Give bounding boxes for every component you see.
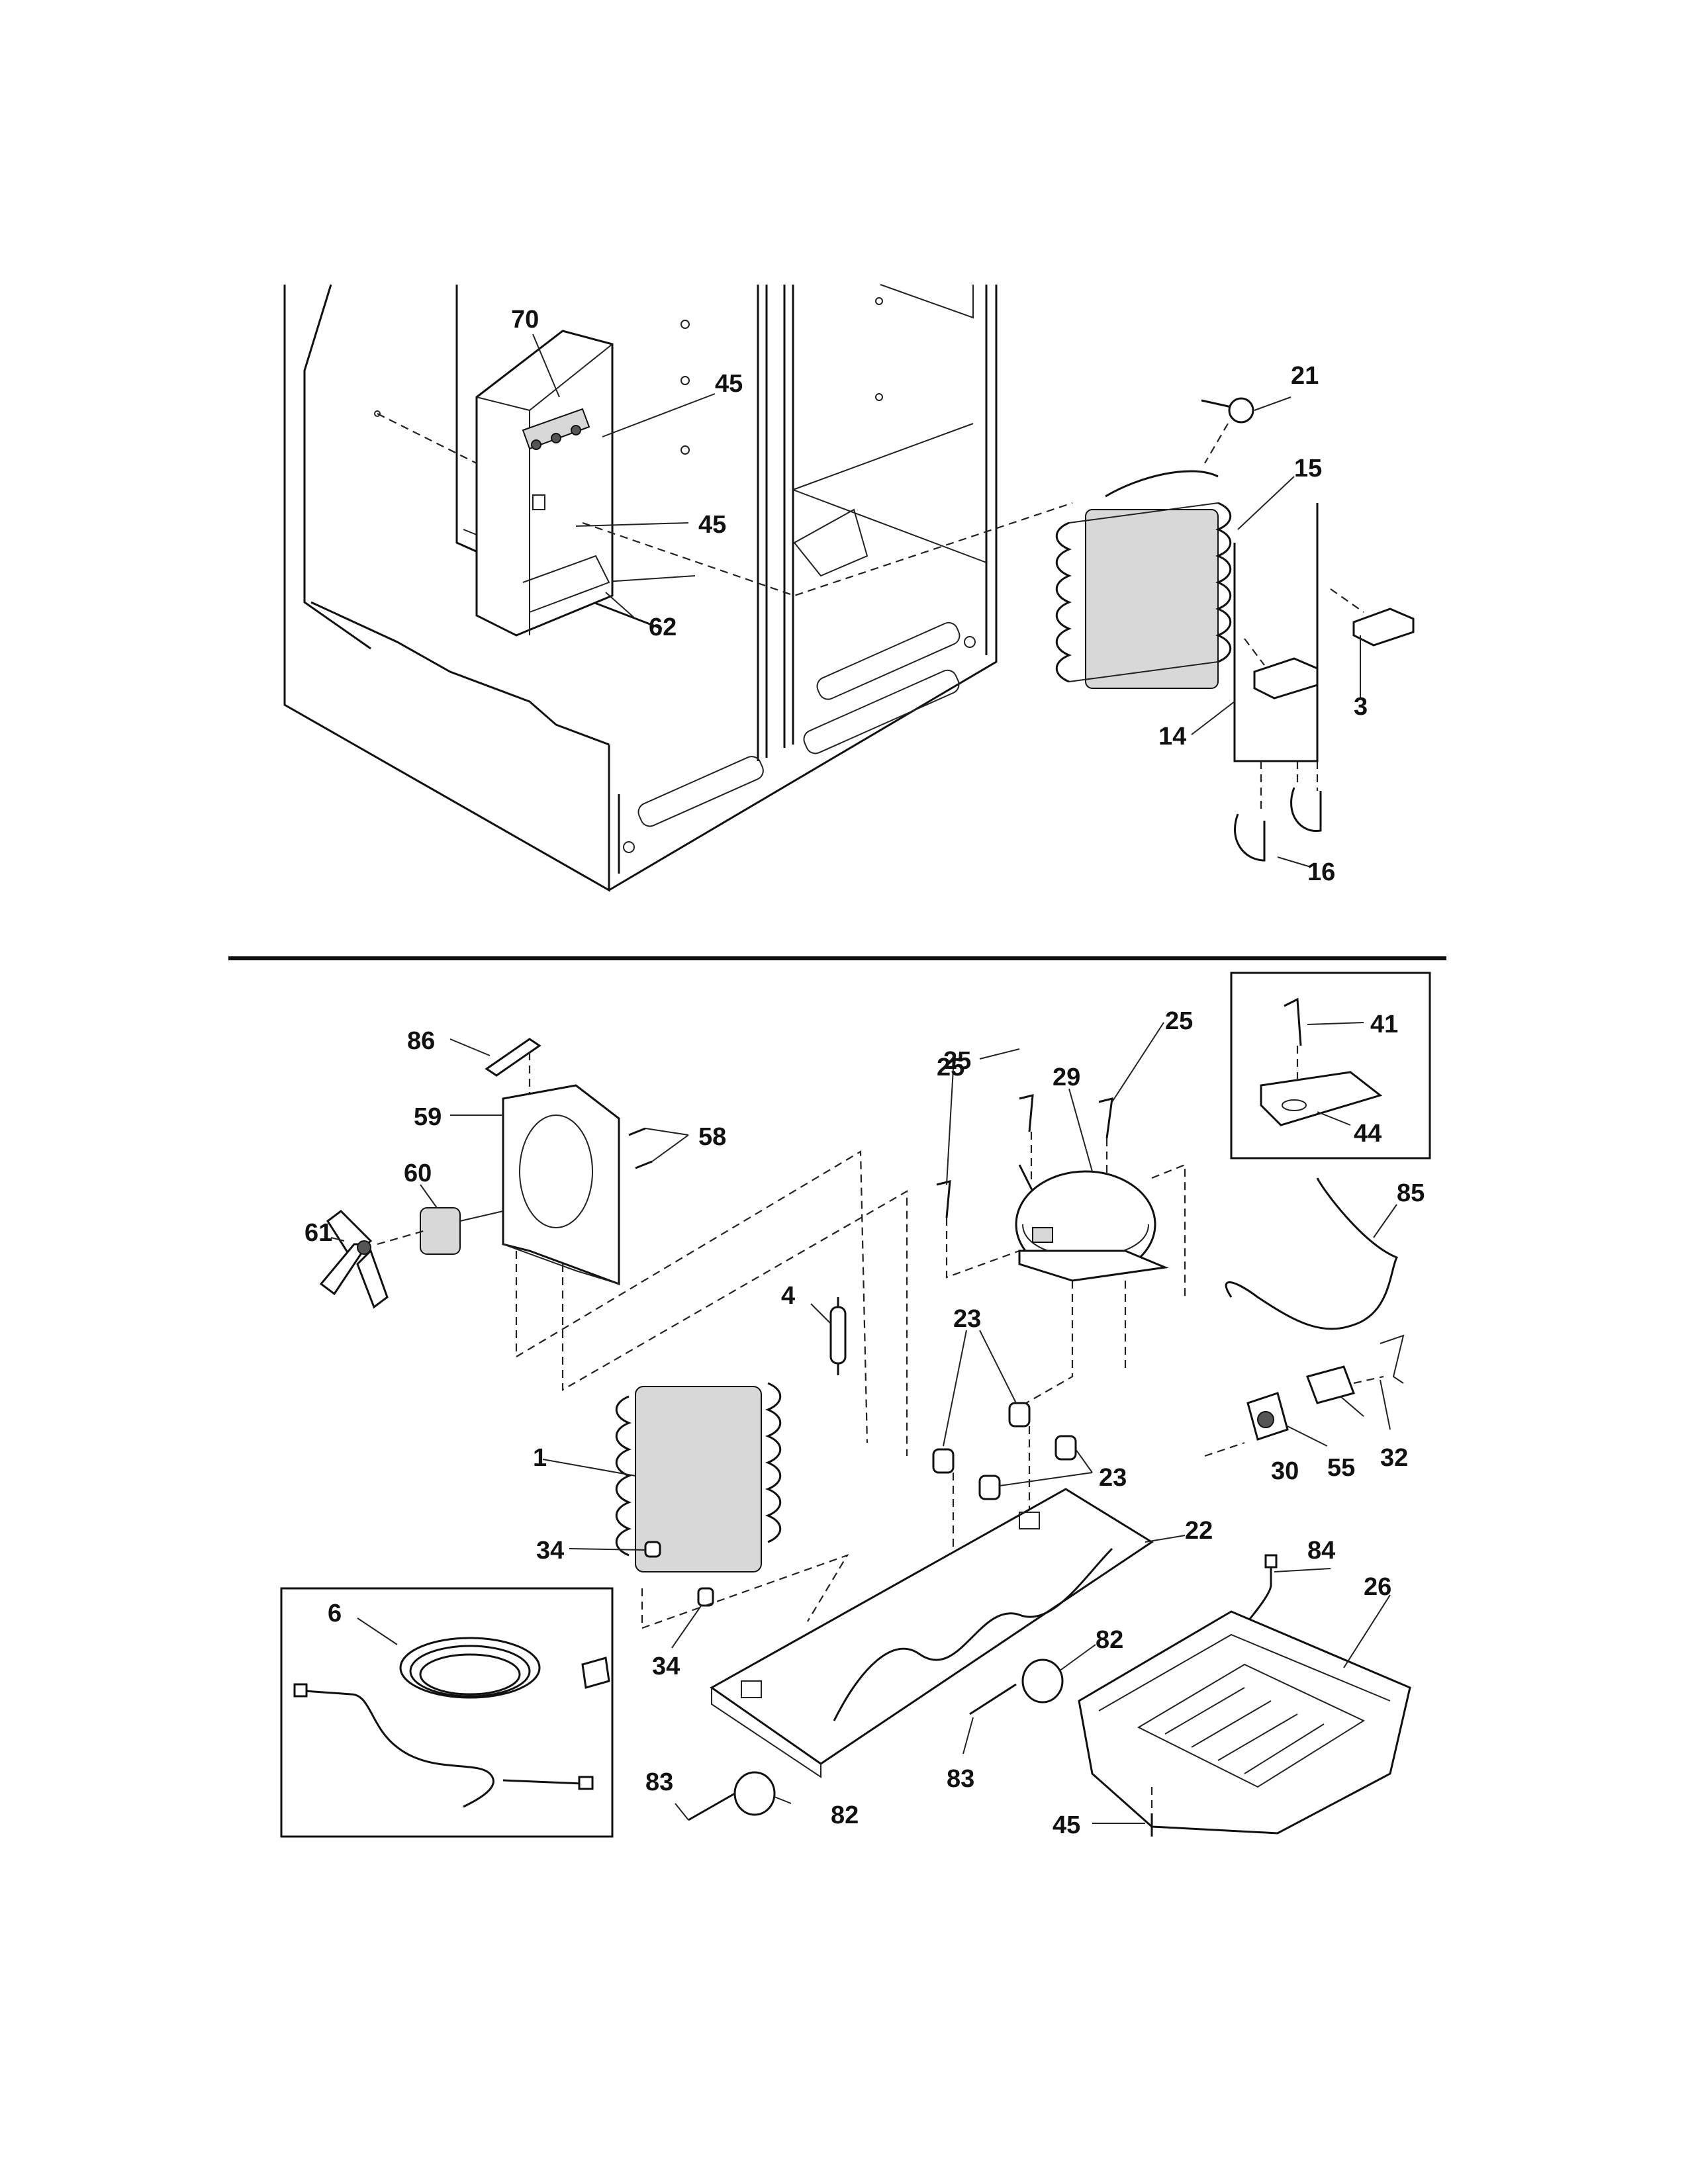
part-29-compressor bbox=[1015, 1164, 1169, 1282]
part-83-pins bbox=[688, 1683, 1017, 1821]
callout-60: 60 bbox=[404, 1160, 432, 1187]
callout-45: 45 bbox=[1053, 1811, 1080, 1839]
callout-85: 85 bbox=[1397, 1179, 1425, 1207]
part-1-condenser-coil bbox=[615, 1382, 782, 1572]
callout-32: 32 bbox=[1380, 1444, 1408, 1472]
callout-21: 21 bbox=[1291, 362, 1319, 390]
part-59-fan-shroud bbox=[502, 1084, 620, 1286]
part-85-tube bbox=[1225, 1177, 1399, 1330]
part-70-bracket bbox=[522, 408, 590, 450]
part-21-sensor bbox=[1201, 397, 1254, 424]
callout-70: 70 bbox=[511, 306, 539, 334]
part-14-heater bbox=[1233, 503, 1319, 762]
leader-lines bbox=[330, 334, 1397, 1824]
callout-25: 25 bbox=[1165, 1007, 1193, 1035]
callout-26: 26 bbox=[1364, 1573, 1391, 1601]
part-26-drain-pan bbox=[1078, 1610, 1411, 1835]
inset-41-44 bbox=[1230, 972, 1431, 1160]
part-55-overload bbox=[1306, 1365, 1355, 1404]
part-34-grommet-a bbox=[644, 1541, 661, 1558]
part-58-screws bbox=[628, 1127, 653, 1169]
part-61-fan-blade bbox=[319, 1210, 389, 1309]
callout-45: 45 bbox=[698, 511, 726, 539]
callout-61: 61 bbox=[305, 1219, 332, 1247]
callout-labels: 70 45 45 62 21 15 3 14 16 86 59 58 60 61… bbox=[305, 306, 1425, 1839]
part-62-drain-housing bbox=[475, 330, 614, 637]
callout-15: 15 bbox=[1294, 455, 1322, 482]
callout-34: 34 bbox=[536, 1537, 564, 1565]
callout-84: 84 bbox=[1307, 1537, 1335, 1565]
cabinet-illustration bbox=[283, 284, 998, 892]
callout-86: 86 bbox=[407, 1027, 435, 1055]
callout-83: 83 bbox=[645, 1768, 673, 1796]
callout-25: 25 bbox=[943, 1047, 971, 1075]
part-3-blocks bbox=[1253, 608, 1415, 700]
callout-44: 44 bbox=[1354, 1120, 1382, 1148]
callout-59: 59 bbox=[414, 1103, 442, 1131]
callout-62: 62 bbox=[649, 614, 677, 641]
callout-6: 6 bbox=[328, 1600, 342, 1627]
callout-22: 22 bbox=[1185, 1517, 1213, 1545]
callout-23: 23 bbox=[953, 1305, 981, 1333]
callout-82: 82 bbox=[1096, 1626, 1123, 1654]
callout-41: 41 bbox=[1370, 1011, 1398, 1038]
callout-1: 1 bbox=[533, 1444, 547, 1472]
inset-6-wire-harness bbox=[280, 1587, 614, 1838]
callout-23: 23 bbox=[1099, 1464, 1127, 1492]
callout-45: 45 bbox=[715, 370, 743, 398]
part-82-feet bbox=[733, 1659, 1064, 1816]
callout-82: 82 bbox=[831, 1801, 859, 1829]
callout-55: 55 bbox=[1327, 1454, 1355, 1482]
part-60-fan-motor bbox=[420, 1207, 504, 1255]
callout-58: 58 bbox=[698, 1123, 726, 1151]
part-15-evaporator-coil bbox=[1055, 470, 1232, 689]
callout-14: 14 bbox=[1158, 723, 1186, 751]
callout-34: 34 bbox=[652, 1653, 680, 1680]
callout-25: 25 bbox=[937, 1054, 964, 1081]
part-30-relay bbox=[1246, 1392, 1289, 1441]
callout-4: 4 bbox=[781, 1282, 795, 1310]
part-86-clip bbox=[485, 1038, 541, 1077]
part-22-base-plate bbox=[710, 1488, 1154, 1778]
callout-3: 3 bbox=[1354, 693, 1368, 721]
callout-16: 16 bbox=[1307, 858, 1335, 886]
callout-30: 30 bbox=[1271, 1457, 1299, 1485]
part-32-wire bbox=[1380, 1334, 1405, 1384]
part-4-drier bbox=[829, 1297, 847, 1375]
part-25-screws bbox=[936, 1094, 1113, 1218]
callout-29: 29 bbox=[1053, 1064, 1080, 1091]
part-16-clips bbox=[1234, 787, 1322, 862]
callout-83: 83 bbox=[947, 1765, 974, 1793]
part-23-grommets bbox=[932, 1402, 1077, 1500]
